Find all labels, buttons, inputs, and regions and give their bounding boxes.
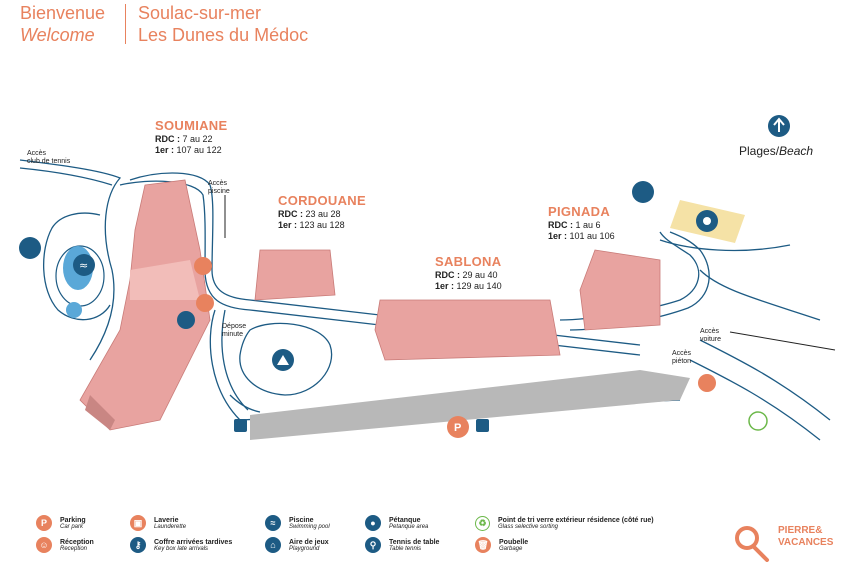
reception-icon: ☺	[36, 537, 52, 553]
accessible-icon-left	[234, 419, 247, 432]
pignada-first: 1er : 101 au 106	[548, 231, 615, 241]
dropoff-label-2: minute	[222, 331, 243, 338]
dropoff-label-1: Dépose	[222, 323, 246, 330]
header-place: Soulac-sur-mer Les Dunes du Médoc	[138, 2, 308, 46]
parking-glyph: P	[454, 422, 461, 434]
pedestrian-access-label-1: Accès	[672, 350, 692, 357]
brand-line-2: VACANCES	[778, 537, 834, 548]
pool-access-label-2: piscine	[208, 188, 230, 195]
cordouane-first: 1er : 123 au 128	[278, 220, 345, 230]
beach-label: Plages/Beach	[739, 144, 814, 158]
soumiane-first: 1er : 107 au 122	[155, 145, 222, 155]
pool-small	[66, 302, 82, 318]
parking-icon: P	[36, 515, 52, 531]
brand-logo-icon	[735, 526, 769, 562]
key-box-icon: ⚷	[130, 537, 146, 553]
playground-glyph	[277, 355, 289, 365]
car-access-label-1: Accès	[700, 328, 720, 335]
sablona-rdc: RDC : 29 au 40	[435, 270, 498, 280]
pedestrian-access-label-2: piéton	[672, 358, 691, 365]
glass-recycling-icon[interactable]	[748, 411, 768, 431]
brand-line-1: PIERRE&	[778, 525, 823, 536]
pignada-name: PIGNADA	[548, 204, 610, 219]
car-access-label-2: voiture	[700, 336, 721, 343]
building-pignada	[579, 249, 661, 331]
welcome-fr: Bienvenue	[20, 3, 106, 23]
brand-name: PIERRE& VACANCES	[778, 525, 833, 549]
cordouane-rdc: RDC : 23 au 28	[278, 209, 341, 219]
beach-arrow	[773, 117, 785, 132]
building-sablona	[374, 299, 561, 361]
accessible-icon-right	[476, 419, 489, 432]
table-tennis-icon-left[interactable]	[19, 237, 41, 259]
table-tennis-icon: ⚲	[365, 537, 381, 553]
header-divider	[125, 4, 126, 44]
residence-name: Les Dunes du Médoc	[138, 25, 309, 45]
building-soumiane	[79, 179, 211, 431]
walkways	[19, 159, 831, 441]
petanque-ball	[703, 217, 711, 225]
playground-icon: ⌂	[265, 537, 281, 553]
pool-icon: ≈	[265, 515, 281, 531]
car-access-arrow	[729, 331, 836, 351]
garbage-icon[interactable]	[698, 374, 716, 392]
pool-icon[interactable]	[73, 254, 95, 276]
welcome-en: Welcome	[20, 25, 95, 45]
garbage-icon: 🗑	[475, 537, 491, 553]
header-welcome: Bienvenue Welcome	[20, 2, 105, 46]
cordouane-name: CORDOUANE	[278, 193, 366, 208]
glass-recycling-icon: ♻	[475, 515, 490, 531]
soumiane-name: SOUMIANE	[155, 118, 227, 133]
building-cordouane	[254, 249, 336, 301]
pignada-rdc: RDC : 1 au 6	[548, 220, 601, 230]
sablona-name: SABLONA	[435, 254, 502, 269]
town-name: Soulac-sur-mer	[138, 3, 262, 23]
key-box-icon[interactable]	[177, 311, 195, 329]
legend-col-5: ♻Point de tri verre extérieur résidence …	[475, 512, 654, 556]
table-tennis-icon-right[interactable]	[632, 181, 654, 203]
reception-icon[interactable]	[196, 294, 214, 312]
pool-glyph: ≈	[79, 259, 88, 272]
parking-icon[interactable]	[447, 416, 469, 438]
tennis-access-label-2: club de tennis	[27, 158, 71, 165]
laundry-icon[interactable]	[194, 257, 212, 275]
sablona-first: 1er : 129 au 140	[435, 281, 502, 291]
soumiane-rdc: RDC : 7 au 22	[155, 134, 213, 144]
petanque-icon: ●	[365, 515, 381, 531]
pool-access-label-1: Accès	[208, 180, 228, 187]
site-map: ≈ P SOUMIANE RDC : 7 au 22 1er : 1	[19, 115, 836, 441]
laundry-icon: ▣	[130, 515, 146, 531]
parking-strip	[250, 370, 690, 440]
tennis-access-label-1: Accès	[27, 150, 47, 157]
legend-glass-recycling: ♻Point de tri verre extérieur résidence …	[475, 512, 654, 534]
